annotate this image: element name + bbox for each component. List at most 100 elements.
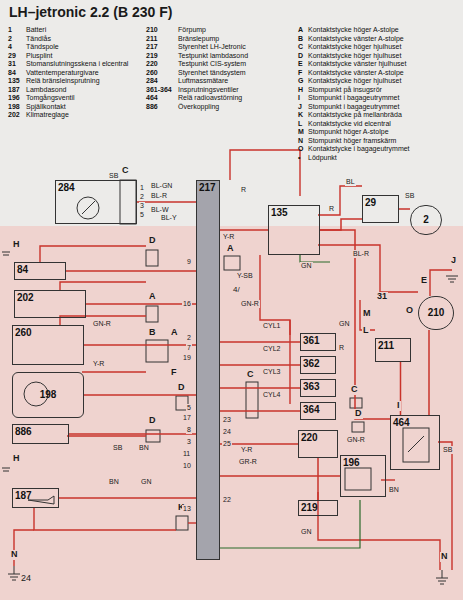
connector-letter: F xyxy=(170,368,178,378)
wire xyxy=(220,410,300,412)
wire-label: R xyxy=(338,344,345,352)
wire-label: 13 xyxy=(182,505,192,513)
legend-key: 2 xyxy=(8,35,12,43)
wire-label: 24 xyxy=(222,428,232,436)
wire-label: 16 xyxy=(182,300,192,308)
wire xyxy=(220,341,300,343)
wire-label: BL-W xyxy=(150,206,170,214)
wire xyxy=(137,201,196,203)
legend-text: Relä radioavstörning xyxy=(178,94,292,102)
legend-key: O xyxy=(298,145,303,153)
callout-number: 196 xyxy=(341,456,385,469)
component-box: 220 xyxy=(298,430,338,458)
wire xyxy=(69,433,196,435)
legend-key: 211 xyxy=(146,35,157,43)
legend-text: Kontaktstycke höger hjulhuset xyxy=(308,77,460,85)
legend-text: Stompunkt på insugsrör xyxy=(308,86,460,94)
wire-label: 5 xyxy=(186,404,192,412)
connector-letter: A xyxy=(226,244,235,254)
legend-text: Tändlås xyxy=(26,35,142,43)
legend-text: Insprutningsventiler xyxy=(178,86,292,94)
callout-number: 363 xyxy=(301,380,335,393)
legend-text: Kontaktstycke höger A-stolpe xyxy=(308,26,460,34)
page-title: LH–jetronic 2.2 (B 230 F) xyxy=(8,5,173,20)
wire-label: BN xyxy=(388,486,400,494)
legend-text: Överkoppling xyxy=(178,103,292,111)
connector-letter: M xyxy=(362,309,372,319)
connector-letter: D xyxy=(148,416,157,426)
green-wires xyxy=(218,255,360,548)
wire xyxy=(320,230,390,419)
legend-key: 260 xyxy=(146,69,158,77)
component-box: 211 xyxy=(375,338,411,362)
wire-label: 9 xyxy=(186,258,192,266)
wire-label: 17 xyxy=(182,414,192,422)
wire-label: 4/ xyxy=(232,286,241,295)
legend-key: 187 xyxy=(8,86,20,94)
legend-text: Batteri xyxy=(26,26,142,34)
wire xyxy=(428,330,430,415)
wire xyxy=(86,303,196,305)
legend-text: Tomgångsventil xyxy=(26,94,142,102)
callout-number: 217 xyxy=(197,181,219,194)
wire xyxy=(84,394,196,396)
callout-number: 284 xyxy=(56,181,136,194)
legend-key: F xyxy=(298,69,302,77)
component-box: 210 xyxy=(418,296,454,330)
control-unit: 217 xyxy=(196,180,220,560)
callout-number: 220 xyxy=(299,431,337,444)
wire-label: 24 xyxy=(20,574,32,584)
wire-label: GN-R xyxy=(346,436,366,444)
wire-label: 5 xyxy=(139,211,145,219)
callout-number: 210 xyxy=(419,297,453,319)
component-box: 361 xyxy=(300,333,336,351)
legend-text: Klimatreglage xyxy=(26,111,142,119)
wire-label: Y-R xyxy=(240,446,253,454)
connector-letter: D xyxy=(177,383,186,393)
wire-label: 3 xyxy=(186,438,192,446)
callout-number: 198 xyxy=(13,373,83,401)
connector-letter: H xyxy=(12,240,21,250)
component-box: 362 xyxy=(300,356,336,374)
legend-key: H xyxy=(298,86,303,94)
legend-key: M xyxy=(298,128,304,136)
callout-number: 2 xyxy=(411,206,441,226)
legend-text: Kontaktstycke höger hjulhuset xyxy=(308,52,460,60)
callout-number: 464 xyxy=(391,416,439,429)
legend-key: 4 xyxy=(8,43,12,51)
legend-text: Styrenhet tändsystem xyxy=(178,69,292,77)
wire-label: 3 xyxy=(139,202,145,210)
legend-key: 198 xyxy=(8,103,20,111)
connector-letter: 31 xyxy=(376,292,388,302)
wire-label: 7 xyxy=(186,344,192,352)
legend-text: Kontaktstycke vänster hjulhuset xyxy=(308,60,460,68)
wire xyxy=(220,364,300,366)
connector-letter: C xyxy=(350,385,359,395)
wire-label: CYL3 xyxy=(262,368,282,376)
legend-text: Kontaktstycke i bagageutrymmet xyxy=(308,145,460,153)
component-box: 464 xyxy=(390,415,440,470)
wire-label: BL-GN xyxy=(150,182,173,190)
wire xyxy=(220,387,300,389)
legend-key: I xyxy=(298,94,300,102)
legend-key: 196 xyxy=(8,94,20,102)
wire-label: GN-R xyxy=(92,320,112,328)
wire-label: Y-R xyxy=(222,233,235,241)
legend-text: Stompunkt höger framskärm xyxy=(308,137,460,145)
component-box: 219 xyxy=(298,500,338,516)
component-box: 187 xyxy=(12,488,59,508)
legend-text: Spjällkontakt xyxy=(26,103,142,111)
wire-label: Y-R xyxy=(92,360,105,368)
wire-label: 25 xyxy=(222,440,232,448)
legend-text: Plusplint xyxy=(26,52,142,60)
legend-key: • xyxy=(298,154,300,162)
wire-label: R xyxy=(240,186,247,194)
wire-label: GN xyxy=(140,478,153,486)
pink-ground xyxy=(0,226,463,600)
wire xyxy=(59,497,196,499)
wire-label: BL-R xyxy=(352,250,370,258)
legend-text: Kontaktstycke på mellanbräda xyxy=(308,111,460,119)
legend-key: G xyxy=(298,77,303,85)
connector-letter: O xyxy=(405,306,414,316)
